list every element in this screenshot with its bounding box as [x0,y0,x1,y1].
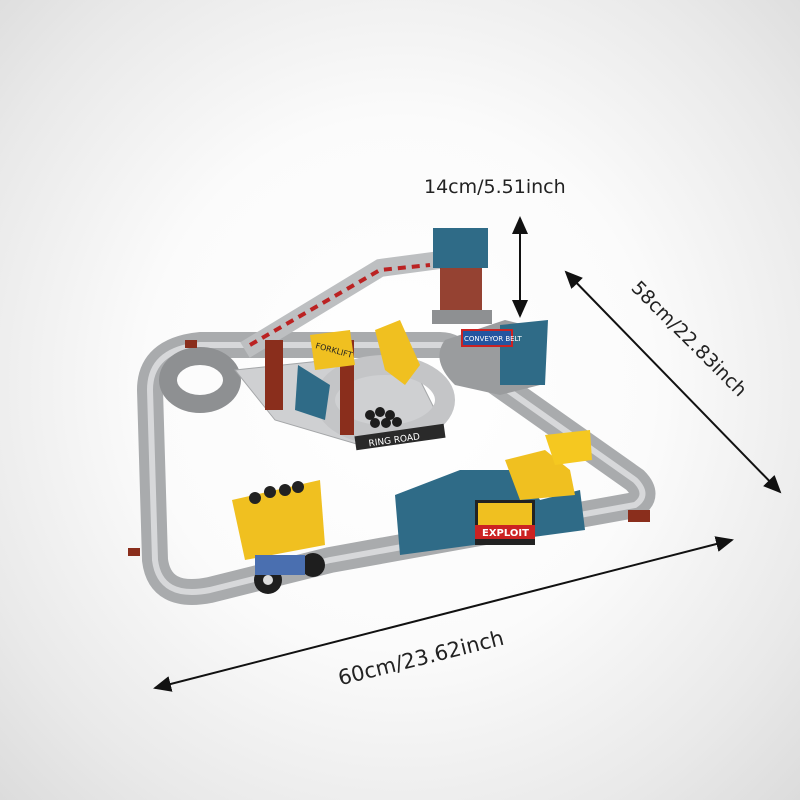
conveyor-tower [433,228,488,268]
depth-arrow [564,270,782,494]
height-label: 14cm/5.51inch [424,176,566,198]
svg-text:EXPLOIT: EXPLOIT [482,528,529,539]
black-balls [365,407,402,428]
width-arrow [153,536,734,692]
svg-text:CONVEYOR BELT: CONVEYOR BELT [464,335,522,343]
